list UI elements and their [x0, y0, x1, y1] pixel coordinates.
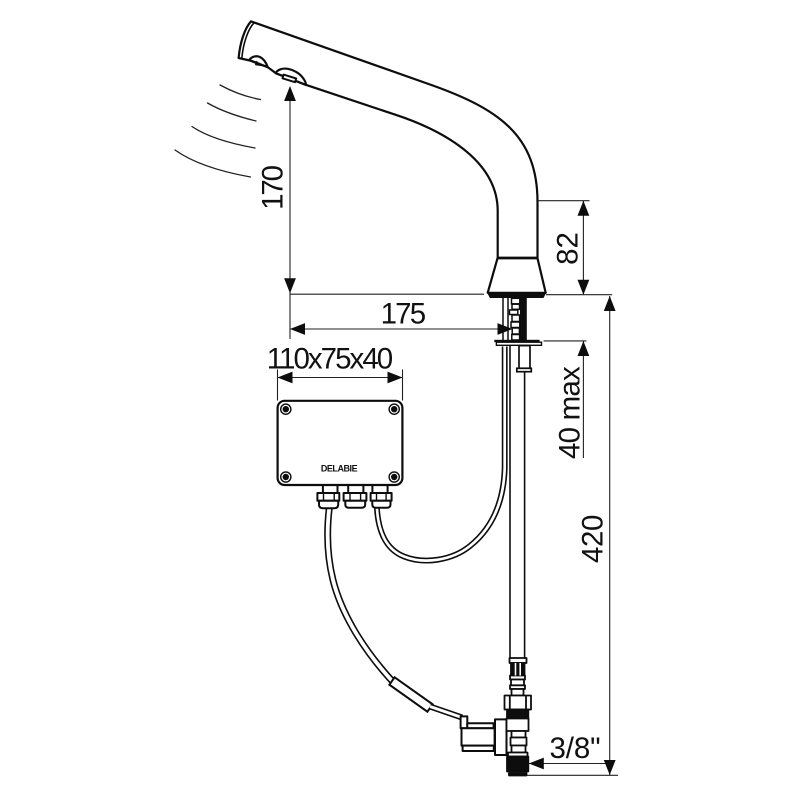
- svg-text:82: 82: [551, 232, 584, 265]
- svg-text:175: 175: [381, 297, 426, 330]
- svg-text:40 max: 40 max: [553, 366, 586, 459]
- svg-text:DELABIE: DELABIE: [321, 463, 358, 473]
- svg-text:420: 420: [577, 515, 610, 563]
- svg-text:3/8": 3/8": [549, 732, 600, 765]
- svg-text:110x75x40: 110x75x40: [267, 343, 393, 376]
- svg-text:170: 170: [256, 165, 289, 209]
